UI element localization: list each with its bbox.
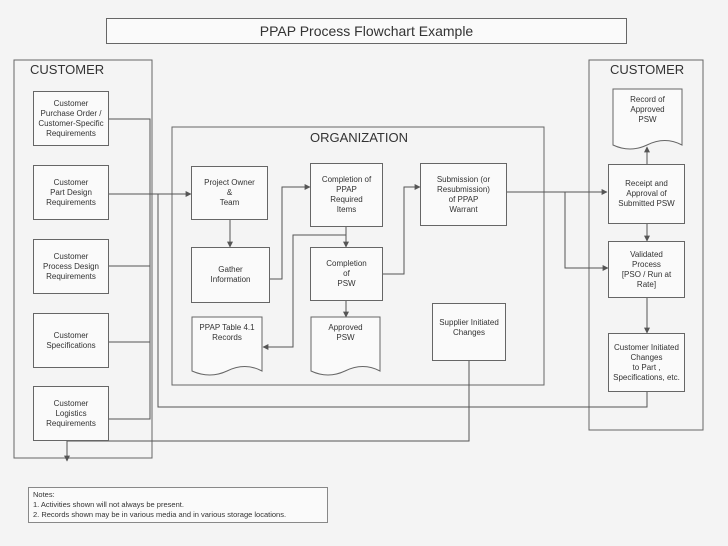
- customer-left-group: [13, 59, 153, 459]
- ppap-table-records-doc: PPAP Table 4.1 Records: [199, 323, 255, 342]
- customer-part-design-box: Customer Part Design Requirements: [33, 165, 109, 220]
- customer-process-design-box: Customer Process Design Requirements: [33, 239, 109, 294]
- ppap-table-doc-shape: [191, 316, 263, 376]
- notes-line-1: 1. Activities shown will not always be p…: [33, 500, 184, 509]
- submission-warrant-box: Submission (or Resubmission) of PPAP War…: [420, 163, 507, 226]
- completion-ppap-items-box: Completion of PPAP Required Items: [310, 163, 383, 227]
- customer-initiated-changes-box: Customer Initiated Changes to Part , Spe…: [608, 333, 685, 392]
- customer-purchase-order-box: Customer Purchase Order / Customer-Speci…: [33, 91, 109, 146]
- customer-right-group: [588, 59, 704, 431]
- record-approved-psw-doc: Record of Approved PSW: [630, 95, 665, 124]
- organization-label: ORGANIZATION: [310, 130, 408, 145]
- receipt-approval-box: Receipt and Approval of Submitted PSW: [608, 164, 685, 224]
- customer-logistics-box: Customer Logistics Requirements: [33, 386, 109, 441]
- customer-right-label: CUSTOMER: [610, 62, 685, 77]
- page-title: PPAP Process Flowchart Example: [106, 18, 627, 44]
- supplier-initiated-changes-box: Supplier Initiated Changes: [432, 303, 506, 361]
- project-owner-box: Project Owner & Team: [191, 166, 268, 220]
- record-psw-doc-shape: [612, 88, 683, 150]
- notes-heading: Notes:: [33, 490, 55, 499]
- notes-line-2: 2. Records shown may be in various media…: [33, 510, 287, 519]
- gather-information-box: Gather Information: [191, 247, 270, 303]
- customer-specifications-box: Customer Specifications: [33, 313, 109, 368]
- approved-psw-doc-shape: [310, 316, 381, 376]
- notes-box: Notes: 1. Activities shown will not alwa…: [28, 487, 328, 523]
- validated-process-box: Validated Process [PSO / Run at Rate]: [608, 241, 685, 298]
- completion-psw-box: Completion of PSW: [310, 247, 383, 301]
- organization-group: [171, 126, 545, 386]
- customer-left-label: CUSTOMER: [30, 62, 105, 77]
- approved-psw-doc: Approved PSW: [328, 323, 363, 342]
